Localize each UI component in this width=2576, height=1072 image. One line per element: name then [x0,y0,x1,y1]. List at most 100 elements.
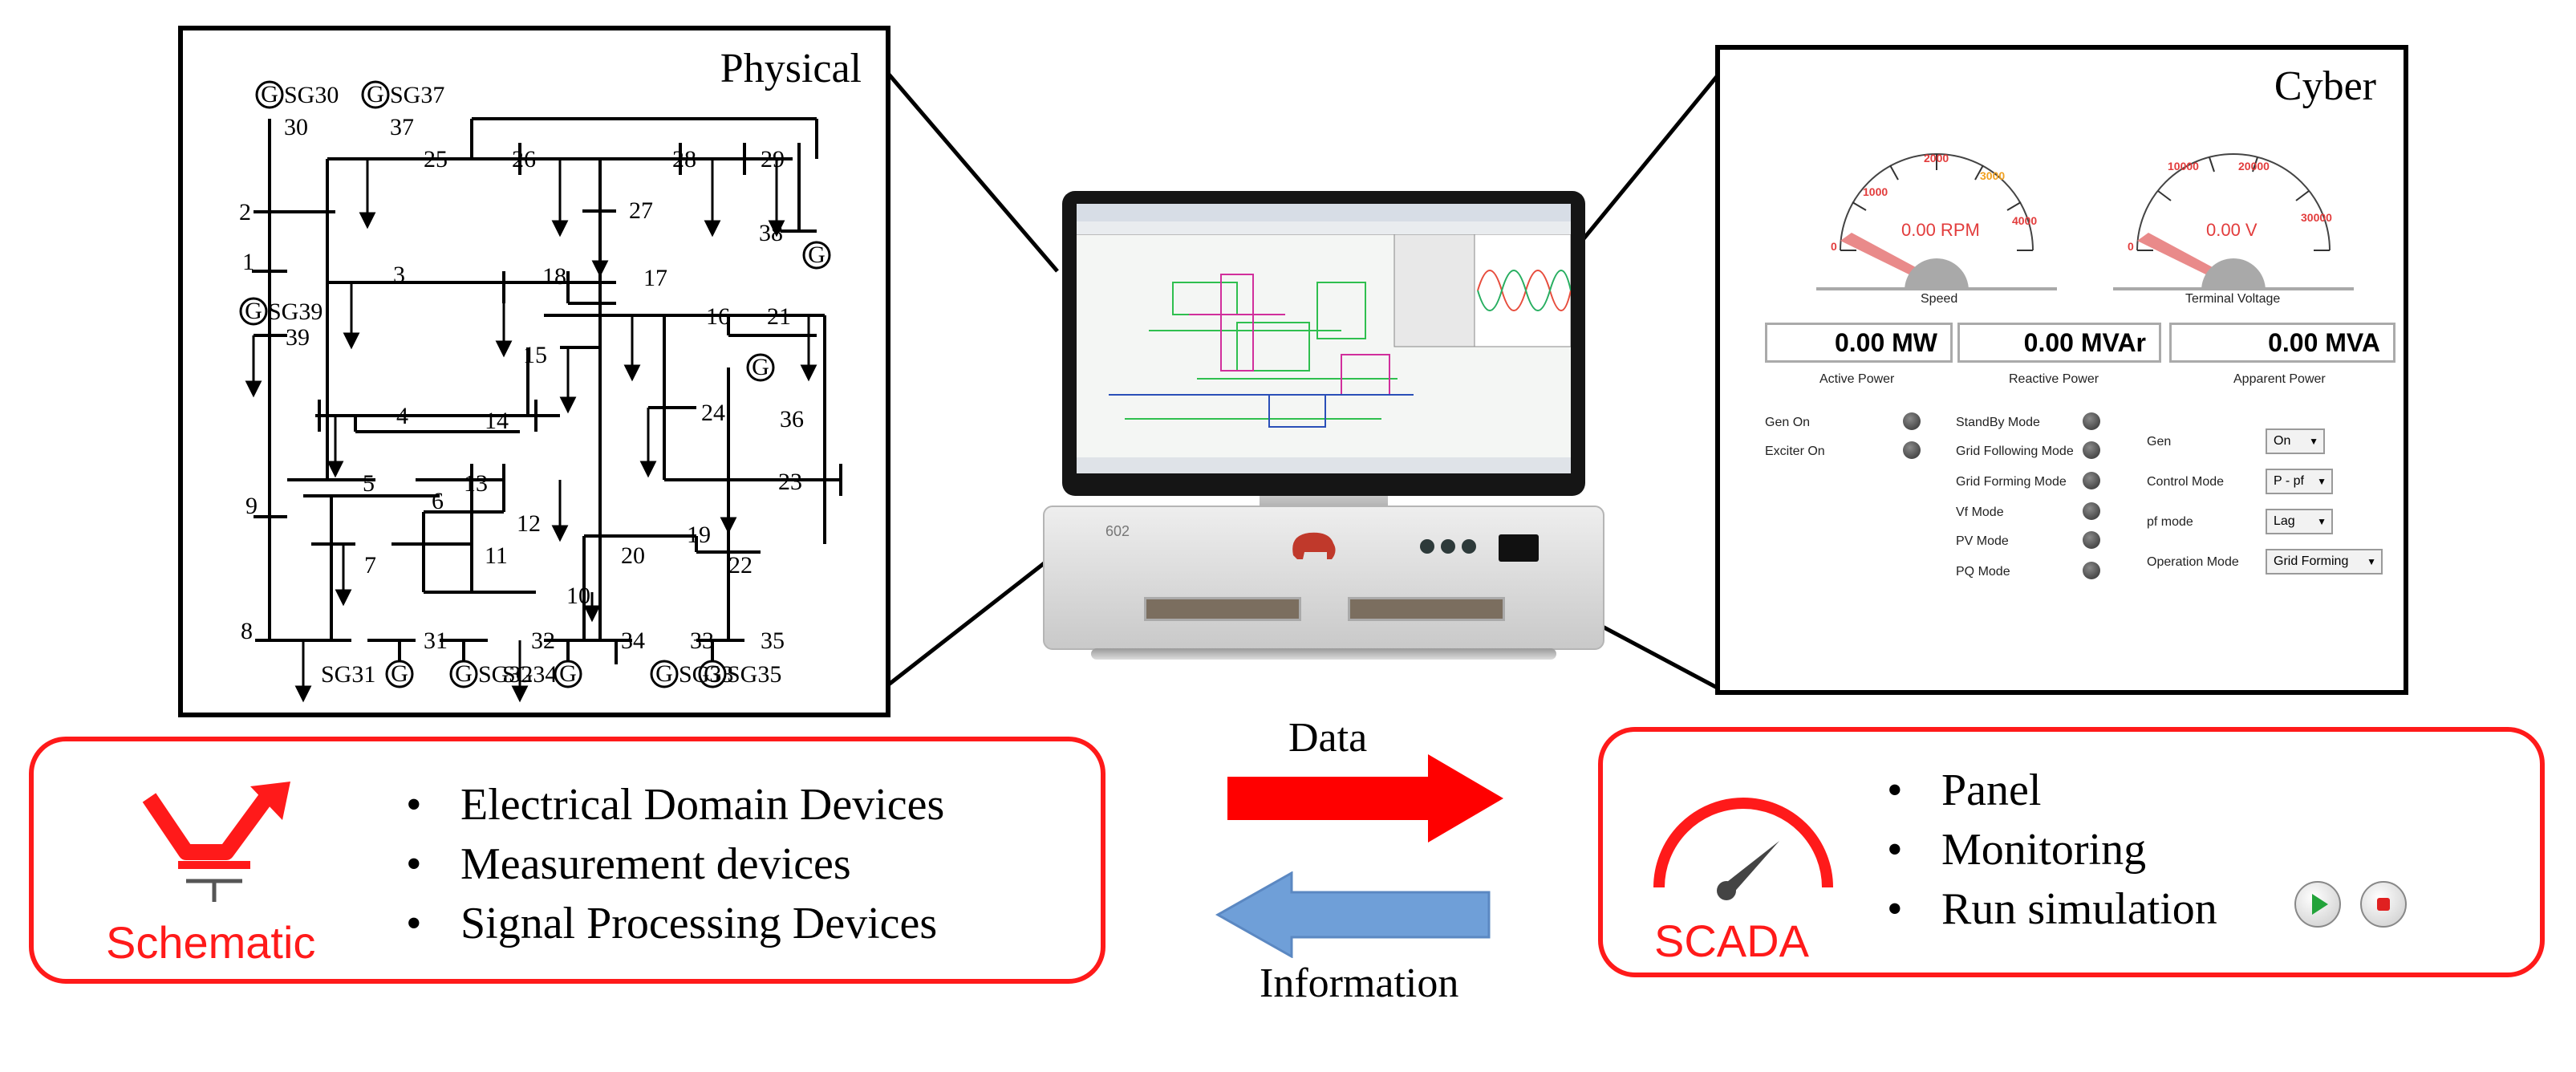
pf-mode-value: Lag [2274,514,2295,528]
gen-select[interactable]: On ▼ [2266,428,2325,454]
voltage-readout: 0.00 V [2206,220,2258,240]
operation-mode-select[interactable]: Grid Forming▼ [2266,549,2383,575]
terminal-voltage-gauge: 0 10000 20000 30000 0.00 V [2113,153,2354,290]
gen-on-led [1903,412,1921,430]
simulator-feet [1091,648,1556,660]
bus-label: 12 [517,510,541,537]
gen-symbol: G [367,81,384,108]
stop-button[interactable] [2360,881,2407,928]
mode-led [2083,562,2100,579]
bus-label: 3 [393,262,405,288]
bus-label: 32 [531,627,555,654]
gen-symbol: G [245,298,262,324]
gen-select-value: On [2274,434,2291,448]
exciter-on-led [1903,441,1921,459]
screen-schematic [1077,234,1571,473]
speed-tick: 4000 [2012,214,2037,227]
list-item: Run simulation [1880,879,2217,939]
mode-label: Vf Mode [1956,506,2004,519]
chevron-down-icon: ▼ [2309,436,2318,447]
gen-label: SG34 [502,661,557,688]
io-connector-2 [1348,597,1505,621]
voltage-tick: 20000 [2238,160,2270,173]
bus-label: 28 [672,146,696,173]
bus-label: 24 [701,400,725,426]
list-item: Signal Processing Devices [400,894,944,953]
list-item: Electrical Domain Devices [400,775,944,834]
bus-label: 23 [778,469,802,495]
mode-label: Grid Following Mode [1956,445,2074,458]
voltage-tick: 10000 [2168,160,2199,173]
pf-mode-select[interactable]: Lag▼ [2266,509,2333,534]
cyber-panel: Cyber 0 1000 2000 3000 4000 0.00 RPM Spe… [1715,45,2408,695]
bus-label: 26 [512,146,536,173]
bus-label: 25 [424,146,448,173]
bus-label: 8 [241,618,253,644]
bus-label: 10 [566,583,590,609]
voltage-caption: Terminal Voltage [2185,292,2281,306]
play-button[interactable] [2294,881,2341,928]
physical-title: Physical [720,46,862,91]
gen-symbol: G [261,81,278,108]
apparent-power-caption: Apparent Power [2233,372,2326,386]
scada-feature-list: Panel Monitoring Run simulation [1880,761,2217,939]
io-connector-1 [1144,597,1301,621]
bus-label: 16 [706,303,730,330]
elephant-logo-icon [1292,532,1336,559]
exciter-on-label: Exciter On [1765,445,1825,458]
mode-led [2083,531,2100,549]
information-arrow-label: Information [1260,960,1459,1006]
list-item: Panel [1880,761,2217,820]
real-time-simulator: 602 [1043,506,1604,650]
gen-label: SG32 [478,661,533,688]
scada-box: SCADA Panel Monitoring Run simulation [1598,727,2545,977]
gen-symbol: G [655,660,673,687]
active-power-meter: 0.00 MW [1765,323,1953,363]
gen-symbol: G [559,660,577,687]
bus-label: 11 [485,542,508,569]
gen-label: SG33 [679,661,733,688]
gen-symbol: G [808,242,826,268]
bus-label: 31 [424,627,448,654]
bus-label: 14 [485,408,509,434]
reactive-power-caption: Reactive Power [2009,372,2099,386]
ieee-39-bus-diagram: G G G G G G G G G G SG30 SG37 SG39 SG31 … [239,80,842,703]
list-item: Monitoring [1880,820,2217,879]
schematic-caption: Schematic [106,917,316,968]
bus-label: 39 [286,324,310,351]
bus-label: 21 [767,303,791,330]
voltage-tick: 0 [2128,240,2134,253]
gen-label: SG31 [321,661,375,688]
simulator-workstation: 602 [1043,185,1604,666]
list-item: Measurement devices [400,834,944,894]
speedometer-icon [1653,798,1833,900]
active-power-caption: Active Power [1819,372,1895,386]
bus-label: 30 [284,114,308,140]
scada-caption: SCADA [1654,916,1809,966]
gen-symbol: G [455,660,473,687]
bus-label: 7 [364,552,376,579]
bus-label: 18 [542,263,566,290]
control-mode-select[interactable]: P - pf▼ [2266,469,2333,494]
bus-label: 27 [629,197,653,224]
operation-mode-label: Operation Mode [2147,555,2239,569]
operation-mode-value: Grid Forming [2274,554,2349,568]
gen-label: SG30 [284,82,339,108]
data-arrow-label: Data [1288,715,1368,761]
bus-label: 38 [759,220,783,246]
bus-label: 1 [242,249,254,275]
bus-label: 34 [621,627,645,654]
bus-label: 13 [464,470,488,497]
chevron-down-icon: ▼ [2317,476,2327,487]
bus-label: 36 [780,406,804,432]
mode-led [2083,412,2100,430]
front-knob-1 [1420,539,1434,554]
schematic-box: Schematic Electrical Domain Devices Meas… [29,737,1105,984]
speed-readout: 0.00 RPM [1901,220,1980,240]
gen-label: SG37 [390,82,444,108]
bus-label: 4 [396,403,408,429]
bus-label: 17 [643,265,667,291]
bus-label: 35 [761,627,785,654]
pf-mode-label: pf mode [2147,515,2193,529]
